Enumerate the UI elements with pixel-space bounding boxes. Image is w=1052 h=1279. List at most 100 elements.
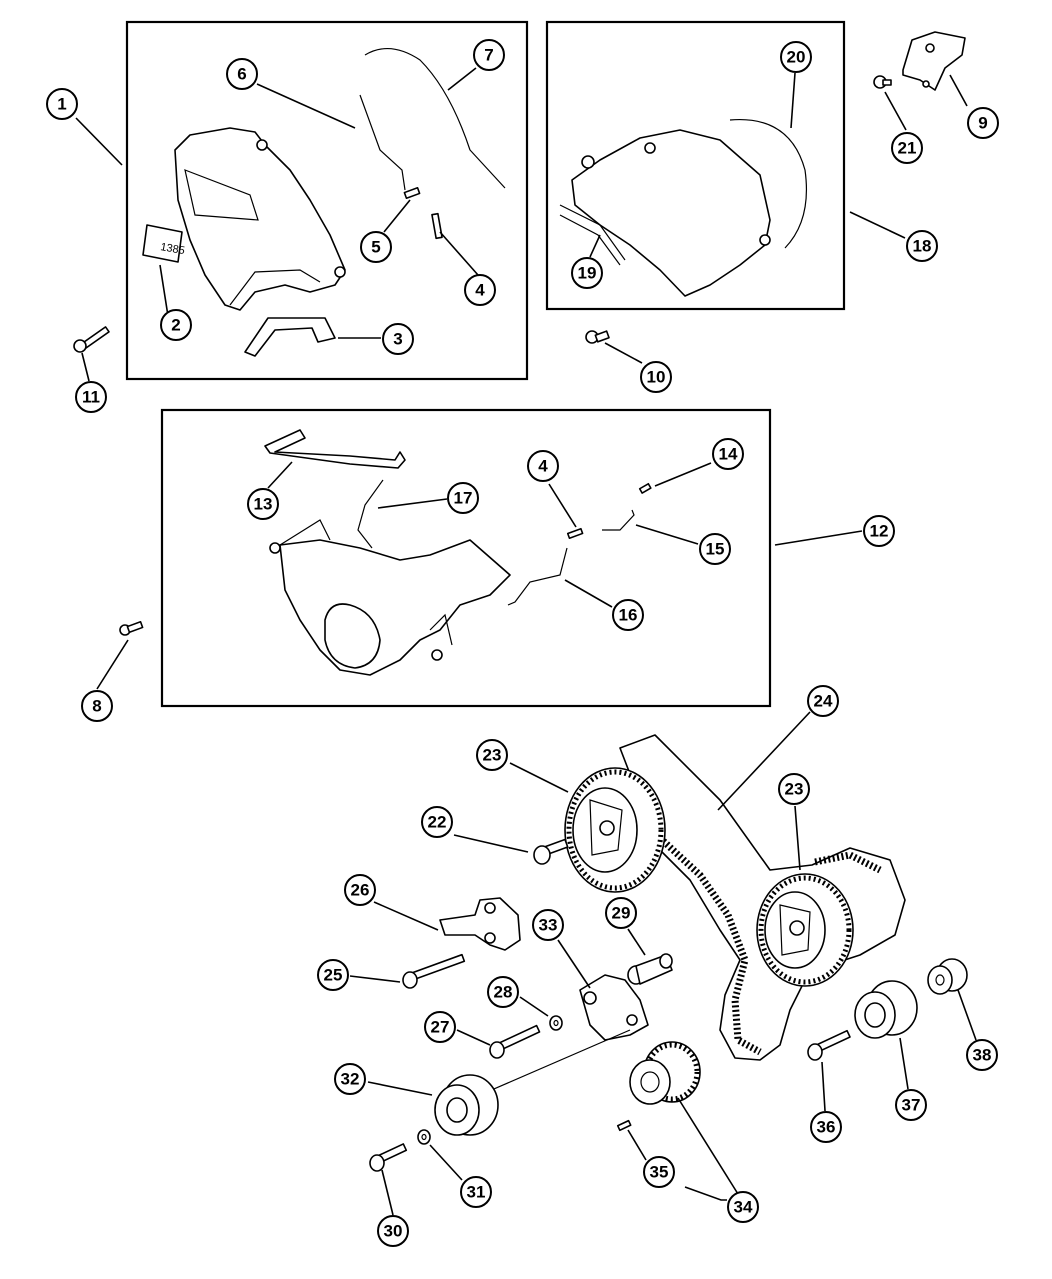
callout-19: 19	[571, 257, 603, 289]
callout-20-text: 20	[787, 48, 806, 67]
callout-34: 34	[727, 1191, 759, 1223]
callout-11: 11	[75, 381, 107, 413]
callout-6: 6	[226, 58, 258, 90]
timing-belt	[619, 734, 906, 1061]
lower-cover-group-box	[160, 408, 772, 708]
callout-8: 8	[81, 690, 113, 722]
callout-1-text: 1	[57, 95, 66, 114]
callout-27-text: 27	[431, 1018, 450, 1037]
leader-lines	[75, 67, 977, 1216]
callout-20: 20	[780, 41, 812, 73]
callout-1: 1	[46, 88, 78, 120]
callout-4-lower: 4	[527, 450, 559, 482]
callout-22-text: 22	[428, 813, 447, 832]
washer-31	[417, 1129, 431, 1145]
callout-33: 33	[532, 909, 564, 941]
tensioner-26	[439, 897, 521, 951]
callout-26: 26	[344, 874, 376, 906]
callout-32-text: 32	[341, 1070, 360, 1089]
seal-strip-15	[602, 509, 635, 531]
callout-21-text: 21	[898, 139, 917, 158]
callout-8-text: 8	[92, 697, 101, 716]
callout-10-text: 10	[647, 368, 666, 387]
callout-14: 14	[712, 438, 744, 470]
cover-seal-long	[359, 48, 506, 191]
callout-18-text: 18	[913, 237, 932, 256]
callout-15: 15	[699, 533, 731, 565]
rear-upper-cover-group-box	[545, 20, 846, 311]
callout-17: 17	[447, 482, 479, 514]
mounting-bracket	[902, 31, 966, 91]
callout-4-upper: 4	[464, 274, 496, 306]
rear-upper-cover	[571, 118, 808, 297]
seal-strip-16	[507, 547, 568, 606]
bolt-27	[489, 1024, 541, 1059]
front-cover-group-box	[125, 20, 529, 381]
callout-9-text: 9	[978, 114, 987, 133]
callout-37: 37	[895, 1089, 927, 1121]
bolt-11	[73, 326, 110, 353]
callout-21: 21	[891, 132, 923, 164]
lower-cover	[269, 519, 511, 676]
callout-2: 2	[160, 309, 192, 341]
seal-strip-13	[264, 429, 406, 469]
cover-label-tag: 1385	[142, 224, 186, 263]
callout-30: 30	[377, 1215, 409, 1247]
bolt-36	[807, 1029, 851, 1061]
callout-38-text: 38	[973, 1046, 992, 1065]
callout-33-text: 33	[539, 916, 558, 935]
callout-25-text: 25	[324, 966, 343, 985]
sprocket-bolt-22	[533, 838, 569, 865]
callout-23-left: 23	[476, 739, 508, 771]
callout-31: 31	[460, 1176, 492, 1208]
callout-27: 27	[424, 1011, 456, 1043]
callout-34-text: 34	[734, 1198, 753, 1217]
callout-18: 18	[906, 230, 938, 262]
small-bolt-21	[873, 75, 892, 89]
crankshaft-sprocket-34	[629, 1041, 701, 1105]
callout-19-text: 19	[578, 264, 597, 283]
lower-seal-piece	[244, 317, 336, 357]
callout-30-text: 30	[384, 1222, 403, 1241]
callout-3-text: 3	[393, 330, 402, 349]
callout-23-left-text: 23	[483, 746, 502, 765]
seal-strip-17	[357, 479, 384, 549]
callout-4-lower-text: 4	[538, 457, 548, 476]
front-upper-cover	[174, 127, 346, 311]
callout-16: 16	[612, 599, 644, 631]
cover-label-tag-text: 1385	[159, 241, 185, 257]
callout-25: 25	[317, 959, 349, 991]
rear-cover-seal	[559, 204, 626, 266]
callout-22: 22	[421, 806, 453, 838]
stud-29	[627, 953, 673, 985]
camshaft-sprocket-right	[756, 873, 854, 987]
callout-32: 32	[334, 1063, 366, 1095]
callout-28: 28	[487, 976, 519, 1008]
callout-29: 29	[605, 897, 637, 929]
callout-35: 35	[643, 1156, 675, 1188]
callout-10: 10	[640, 361, 672, 393]
callout-13-text: 13	[254, 495, 273, 514]
bolt-30	[369, 1143, 408, 1172]
bolt-25	[402, 953, 466, 989]
callout-24: 24	[807, 685, 839, 717]
callout-26-text: 26	[351, 881, 370, 900]
tensioner-bracket-33	[479, 974, 649, 1096]
idler-pulley-37	[854, 980, 918, 1039]
callout-14-text: 14	[719, 445, 738, 464]
callout-36: 36	[810, 1111, 842, 1143]
callout-28-text: 28	[494, 983, 513, 1002]
callout-2-text: 2	[171, 316, 180, 335]
callout-15-text: 15	[706, 540, 725, 559]
small-seal-pieces	[403, 186, 443, 240]
callout-38: 38	[966, 1039, 998, 1071]
callout-3: 3	[382, 323, 414, 355]
spacer-38	[927, 958, 968, 995]
callout-35-text: 35	[650, 1163, 669, 1182]
bolt-8	[119, 620, 144, 636]
callout-24-text: 24	[814, 692, 833, 711]
callout-13: 13	[247, 488, 279, 520]
callout-9: 9	[967, 107, 999, 139]
callout-17-text: 17	[454, 489, 473, 508]
